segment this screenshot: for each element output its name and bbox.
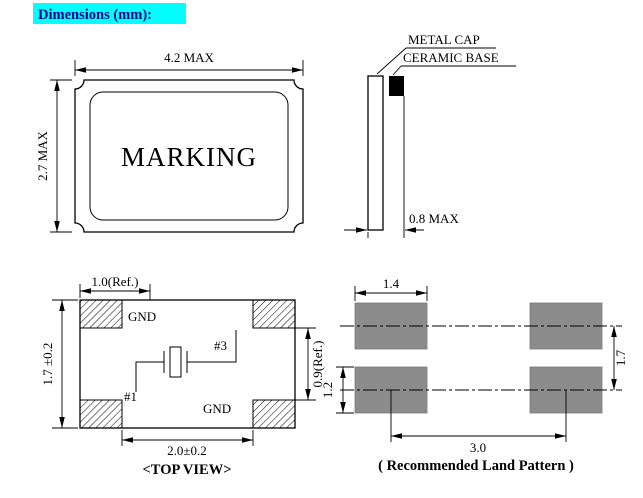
pad-top-left	[79, 299, 123, 329]
land-height-dimension: 1.2	[320, 366, 354, 414]
front-width-label: 4.2 MAX	[164, 50, 214, 65]
topview-pad-dimension: 1.0(Ref.)	[79, 274, 151, 300]
header-highlight	[33, 3, 186, 24]
land-width-label: 1.4	[383, 276, 400, 291]
topview-gap-label: 0.9(Ref.)	[310, 341, 325, 388]
topview-pad-label: 1.0(Ref.)	[92, 274, 139, 289]
land-vpitch-label: 1.7	[613, 349, 628, 366]
front-width-dimension: 4.2 MAX	[74, 50, 304, 76]
land-vpitch-dimension: 1.7	[611, 326, 628, 390]
marking-text: MARKING	[121, 142, 257, 172]
front-height-label: 2.7 MAX	[35, 130, 50, 180]
package-outline	[74, 79, 304, 233]
land-pattern: 1.4 1.7 1.2 3.0 ( Recommended Land Patte…	[320, 276, 628, 474]
topview-height-dimension: 1.7 ±0.2	[40, 299, 78, 429]
topview-caption: <TOP VIEW>	[143, 462, 232, 478]
side-view: METAL CAP CERAMIC BASE 0.8 MAX	[344, 32, 516, 238]
header: Dimensions (mm):	[33, 3, 186, 24]
pad-top-right	[252, 299, 296, 329]
pad-bottom-right	[252, 399, 296, 429]
pad-bottom-left	[79, 399, 123, 429]
top-view: 1.0(Ref.) GND GND #3 #1 1.7 ±0.2	[40, 274, 325, 478]
gnd-top-label: GND	[128, 309, 156, 324]
ceramic-base-label: CERAMIC BASE	[403, 50, 499, 65]
land-pattern-caption: ( Recommended Land Pattern )	[378, 458, 574, 474]
topview-height-label: 1.7 ±0.2	[40, 343, 55, 386]
land-height-label: 1.2	[320, 382, 335, 398]
metal-cap-profile	[367, 75, 384, 231]
pin3-label: #3	[214, 338, 227, 353]
metal-cap-label: METAL CAP	[408, 32, 480, 47]
crystal-symbol	[135, 330, 237, 392]
page-title: Dimensions (mm):	[38, 7, 152, 23]
topview-pitch-dimension: 2.0±0.2	[121, 430, 254, 458]
side-thickness-label: 0.8 MAX	[409, 211, 459, 226]
ceramic-base-profile	[389, 76, 404, 96]
land-width-dimension: 1.4	[354, 276, 428, 301]
land-hpitch-dimension: 3.0	[390, 390, 567, 455]
land-hpitch-label: 3.0	[470, 440, 486, 455]
front-height-dimension: 2.7 MAX	[35, 79, 72, 233]
front-view: 4.2 MAX 2.7 MAX MARKING	[35, 50, 304, 233]
side-thickness-dimension: 0.8 MAX	[344, 96, 459, 238]
pin1-label: #1	[124, 389, 137, 404]
topview-body	[79, 299, 296, 429]
metal-cap-face	[89, 91, 289, 221]
gnd-bottom-label: GND	[203, 401, 231, 416]
topview-gap-dimension: 0.9(Ref.)	[295, 327, 325, 401]
topview-pitch-label: 2.0±0.2	[167, 443, 207, 458]
